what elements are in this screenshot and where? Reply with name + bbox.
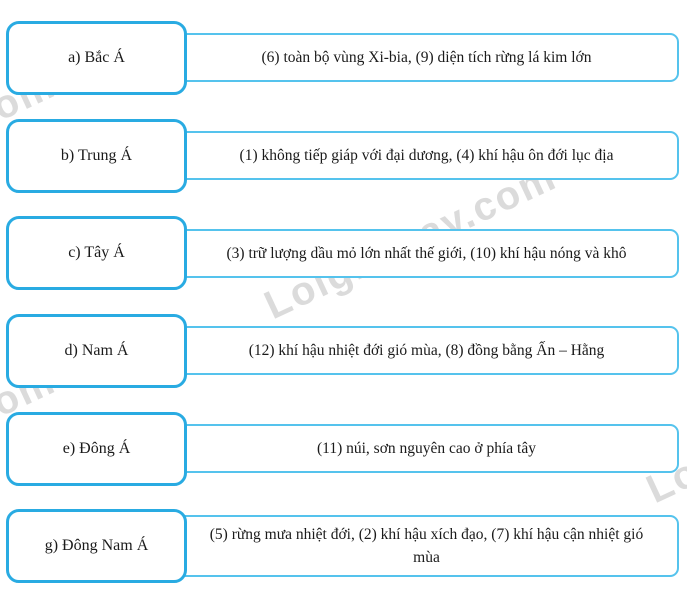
- match-row-bac-a: a) Bắc Á (6) toàn bộ vùng Xi-bia, (9) di…: [0, 9, 687, 107]
- region-box-dong-nam-a: g) Đông Nam Á: [6, 509, 187, 584]
- match-row-tay-a: c) Tây Á (3) trữ lượng dầu mỏ lớn nhất t…: [0, 204, 687, 302]
- region-label: b) Trung Á: [60, 146, 133, 164]
- region-label: a) Bắc Á: [68, 48, 125, 66]
- region-box-trung-a: b) Trung Á: [6, 118, 187, 193]
- region-box-dong-a: e) Đông Á: [6, 411, 187, 486]
- feature-text: (11) núi, sơn nguyên cao ở phía tây: [317, 439, 536, 457]
- region-label: c) Tây Á: [68, 244, 125, 262]
- feature-text: (1) không tiếp giáp với đại dương, (4) k…: [239, 146, 614, 164]
- feature-text: (6) toàn bộ vùng Xi-bia, (9) diện tích r…: [261, 49, 592, 67]
- region-box-bac-a: a) Bắc Á: [6, 20, 187, 95]
- feature-box-nam-a: (12) khí hậu nhiệt đới gió mùa, (8) đồng…: [174, 326, 679, 376]
- feature-text: (5) rừng mưa nhiệt đới, (2) khí hậu xích…: [209, 525, 644, 567]
- feature-box-dong-nam-a: (5) rừng mưa nhiệt đới, (2) khí hậu xích…: [174, 514, 679, 578]
- feature-box-tay-a: (3) trữ lượng dầu mỏ lớn nhất thế giới, …: [174, 228, 679, 278]
- match-row-nam-a: d) Nam Á (12) khí hậu nhiệt đới gió mùa,…: [0, 302, 687, 400]
- region-box-tay-a: c) Tây Á: [6, 216, 187, 291]
- match-row-dong-a: e) Đông Á (11) núi, sơn nguyên cao ở phí…: [0, 400, 687, 498]
- match-row-trung-a: b) Trung Á (1) không tiếp giáp với đại d…: [0, 107, 687, 205]
- match-row-dong-nam-a: g) Đông Nam Á (5) rừng mưa nhiệt đới, (2…: [0, 497, 687, 595]
- region-label: d) Nam Á: [64, 341, 129, 359]
- region-box-nam-a: d) Nam Á: [6, 313, 187, 388]
- region-label: g) Đông Nam Á: [44, 537, 149, 555]
- feature-box-trung-a: (1) không tiếp giáp với đại dương, (4) k…: [174, 131, 679, 180]
- region-label: e) Đông Á: [62, 439, 131, 457]
- feature-box-dong-a: (11) núi, sơn nguyên cao ở phía tây: [174, 424, 679, 474]
- feature-box-bac-a: (6) toàn bộ vùng Xi-bia, (9) diện tích r…: [174, 33, 679, 83]
- feature-text: (3) trữ lượng dầu mỏ lớn nhất thế giới, …: [226, 244, 627, 262]
- feature-text: (12) khí hậu nhiệt đới gió mùa, (8) đồng…: [248, 342, 605, 360]
